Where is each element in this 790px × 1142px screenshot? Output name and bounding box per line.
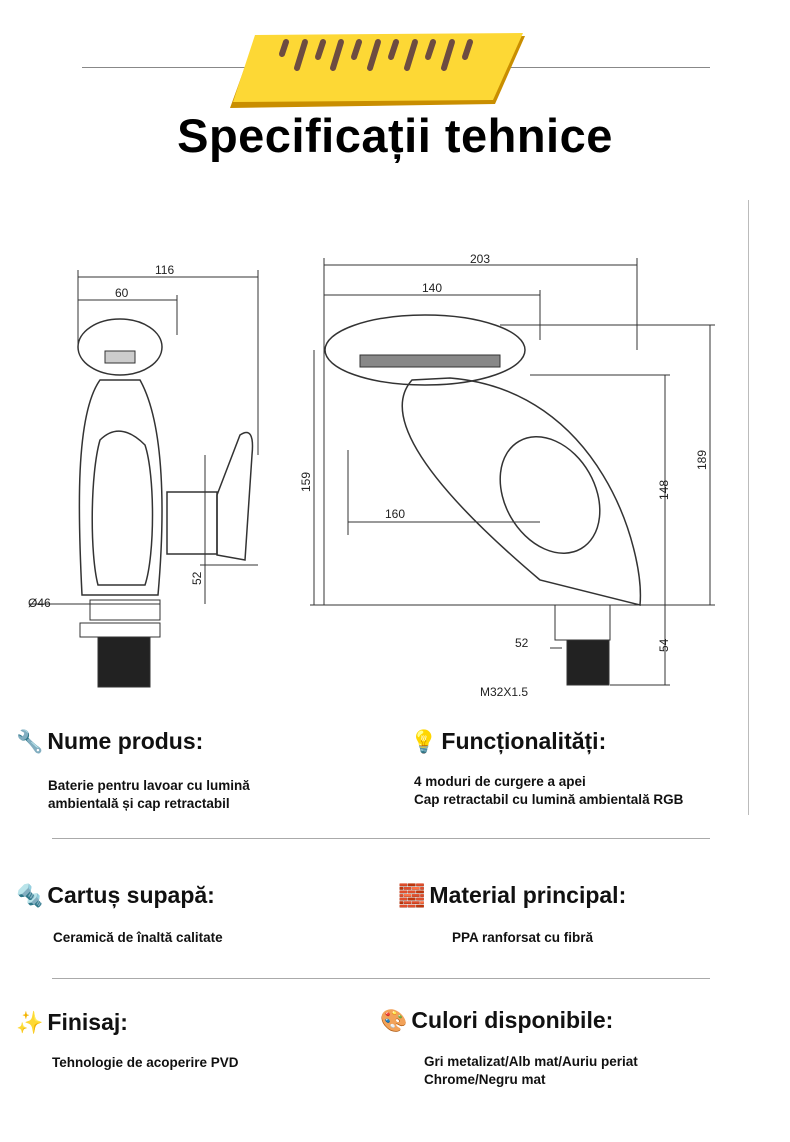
section-divider [52, 978, 710, 979]
text-line: 4 moduri de curgere a apei [414, 774, 586, 789]
section-product-name: 🔧Nume produs: [16, 728, 203, 755]
section-cartridge: 🔩Cartuș supapă: [16, 882, 215, 909]
dim-length-head: 140 [422, 281, 442, 295]
section-heading: Cartuș supapă: [47, 882, 215, 908]
text-line: Baterie pentru lavoar cu lumină [48, 778, 250, 793]
section-text: PPA ranforsat cu fibră [452, 929, 593, 947]
text-line: Cap retractabil cu lumină ambientală RGB [414, 792, 684, 807]
section-features: 💡Funcționalități: [410, 728, 606, 755]
text-line: Gri metalizat/Alb mat/Auriu periat [424, 1054, 638, 1069]
wrench-icon: 🔧 [16, 729, 44, 754]
section-heading: Material principal: [429, 882, 627, 908]
lightbulb-icon: 💡 [410, 729, 438, 754]
sparkles-icon: ✨ [16, 1010, 44, 1035]
dim-shank-offset: 52 [515, 636, 529, 650]
section-material: 🧱Material principal: [398, 882, 626, 909]
dim-base-diameter: Ø46 [28, 596, 51, 610]
ruler-icon [230, 33, 525, 108]
dim-reach: 160 [385, 507, 405, 521]
text-line: Chrome/Negru mat [424, 1072, 546, 1087]
brick-icon: 🧱 [398, 883, 426, 908]
dim-height-total: 189 [695, 450, 709, 470]
vertical-divider [748, 200, 749, 815]
text-line: Tehnologie de acoperire PVD [52, 1055, 239, 1070]
front-view-drawing: 203 140 160 52 M32X1.5 159 189 148 54 [300, 252, 715, 699]
dim-height-left: 159 [300, 472, 313, 492]
dim-thread: M32X1.5 [480, 685, 528, 699]
dim-width-total: 116 [155, 263, 174, 277]
text-line: Ceramică de înaltă calitate [53, 930, 223, 945]
section-text: Tehnologie de acoperire PVD [52, 1054, 239, 1072]
dim-height-spout: 148 [657, 480, 671, 500]
side-view-drawing: 116 60 Ø46 52 [28, 263, 259, 688]
section-heading: Culori disponibile: [411, 1007, 614, 1033]
dim-shank-length: 54 [657, 638, 671, 652]
text-line: ambientală și cap retractabil [48, 796, 230, 811]
section-heading: Funcționalități: [441, 728, 607, 754]
text-line: PPA ranforsat cu fibră [452, 930, 594, 945]
section-finish: ✨Finisaj: [16, 1009, 128, 1036]
page-title: Specificații tehnice [177, 109, 613, 162]
section-text: Baterie pentru lavoar cu lumină ambiental… [48, 777, 250, 813]
section-heading: Finisaj: [47, 1009, 128, 1035]
section-heading: Nume produs: [47, 728, 204, 754]
section-text: Ceramică de înaltă calitate [53, 929, 223, 947]
dim-handle-height: 52 [190, 571, 204, 585]
dim-width-head: 60 [115, 286, 129, 300]
section-colors: 🎨Culori disponibile: [380, 1007, 613, 1034]
section-divider [52, 838, 710, 839]
dim-length-total: 203 [470, 252, 490, 266]
palette-icon: 🎨 [380, 1008, 408, 1033]
bolt-icon: 🔩 [16, 883, 44, 908]
